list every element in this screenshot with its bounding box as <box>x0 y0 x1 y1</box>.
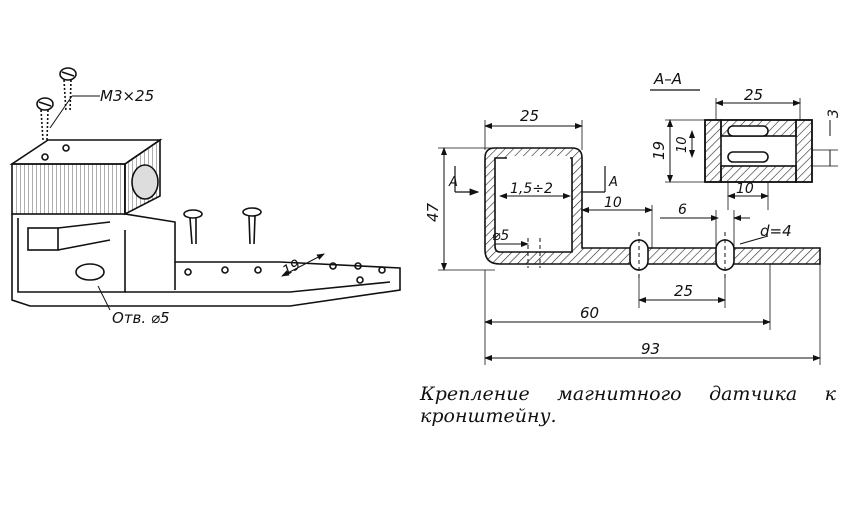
front-dim-93: 93 <box>641 340 660 358</box>
front-dim-slot-spacing: 25 <box>674 282 693 300</box>
width-label: 19 <box>280 257 304 280</box>
front-dim-gap: 1,5÷2 <box>510 181 553 197</box>
section-view <box>650 89 838 210</box>
plate-holes <box>75 262 386 284</box>
front-dim-height: 47 <box>424 202 442 222</box>
section-dim-slot-width: 10 <box>736 181 754 197</box>
front-view <box>438 120 821 365</box>
figure-caption: Крепление магнитного датчика к кронштейн… <box>420 383 836 427</box>
section-dim-width: 25 <box>744 86 763 104</box>
section-mark-right: А <box>608 175 618 190</box>
section-dim-thickness: 3 <box>826 109 842 118</box>
isometric-view <box>9 67 401 311</box>
front-dim-d: d=4 <box>760 222 792 240</box>
front-dim-top-width: 25 <box>520 107 539 125</box>
section-title: А–А <box>653 70 682 88</box>
section-dim-height: 19 <box>650 141 668 160</box>
section-dim-slot-height: 10 <box>675 136 690 153</box>
front-dim-hole-dia: ⌀5 <box>492 228 509 244</box>
flat-screws <box>183 207 262 245</box>
front-dim-offset-6: 6 <box>678 202 687 218</box>
front-dim-offset-10: 10 <box>604 195 622 211</box>
hole-label: Отв. ⌀5 <box>112 309 170 327</box>
screw-upper <box>59 67 77 113</box>
section-mark-left: А <box>448 175 458 190</box>
sensor-block <box>9 138 163 216</box>
front-dim-60: 60 <box>580 304 599 322</box>
caption-line-1: Крепление магнитного датчика к <box>420 383 836 405</box>
caption-line-2: кронштейну. <box>420 405 557 427</box>
bracket-body <box>11 213 401 307</box>
screw-lower <box>36 97 54 141</box>
screw-label: М3×25 <box>100 87 154 105</box>
